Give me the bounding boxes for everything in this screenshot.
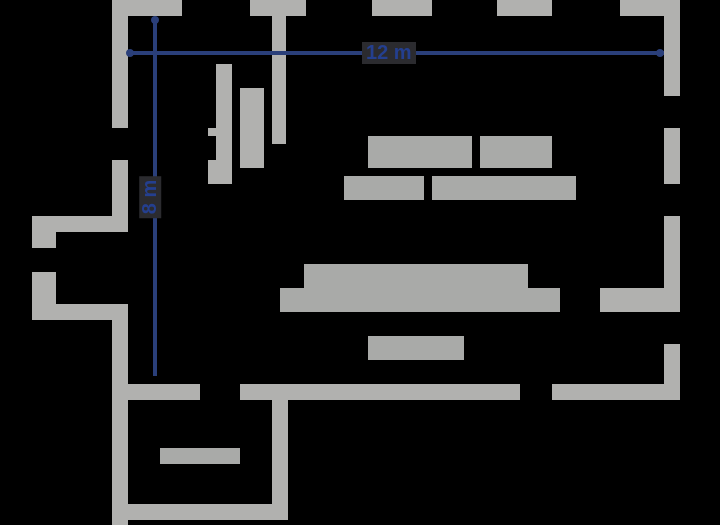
bottom-wall-right — [552, 384, 680, 400]
top-wall-segment-3 — [372, 0, 432, 16]
room-subtitle-label-2 — [432, 176, 576, 200]
center-label-line2 — [280, 288, 560, 312]
interior-partition — [272, 16, 286, 144]
closet-panel-1-foot — [208, 160, 216, 184]
right-wall-segment-2 — [664, 128, 680, 184]
width-dimension-start — [126, 49, 134, 57]
right-wall-top — [664, 0, 680, 96]
left-wall-upper — [112, 0, 128, 128]
small-room-bottom-wall — [112, 504, 288, 520]
small-room-right-wall — [272, 384, 288, 520]
small-room-label — [160, 448, 240, 464]
width-dimension-label: 12 m — [362, 42, 416, 64]
left-bump-bottom — [32, 304, 128, 320]
right-stub — [600, 288, 680, 312]
room-title-label-2 — [480, 136, 552, 168]
left-bump-stub-top — [32, 216, 56, 248]
top-wall-segment-4 — [497, 0, 552, 16]
center-label-line1 — [304, 264, 528, 288]
closet-panel-2 — [240, 88, 264, 168]
height-dimension-start — [151, 16, 159, 24]
left-wall-lower — [112, 304, 128, 525]
closet-panel-1-tab — [208, 128, 216, 136]
top-wall-segment-2 — [250, 0, 306, 16]
bottom-wall-mid — [240, 384, 520, 400]
left-bump-top — [32, 216, 128, 232]
top-wall-segment-1 — [112, 0, 182, 16]
width-dimension-end — [656, 49, 664, 57]
room-subtitle-label — [344, 176, 424, 200]
left-wall-mid — [112, 160, 128, 232]
room-title-label — [368, 136, 472, 168]
center-label-small — [368, 336, 464, 360]
bottom-wall-left — [112, 384, 200, 400]
height-dimension-label: 8 m — [139, 175, 162, 219]
closet-panel-1 — [216, 64, 232, 184]
